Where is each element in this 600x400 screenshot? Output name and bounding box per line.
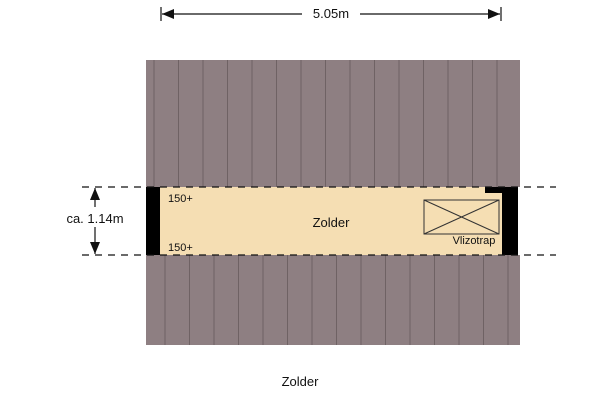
roof-top-tile-lines — [153, 60, 498, 187]
width-arrow-left — [162, 9, 174, 19]
floor-caption: Zolder — [281, 374, 319, 389]
wall-right — [502, 187, 518, 255]
roof-bottom-surface — [146, 255, 520, 345]
height-arrow-bottom — [90, 242, 100, 254]
height-mark-bottom: 150+ — [168, 242, 193, 254]
attic-floor — [160, 187, 504, 255]
roof-bottom — [146, 255, 520, 345]
roof-top — [146, 60, 520, 187]
loft-ladder-cross-2 — [423, 199, 500, 235]
height-mark-top: 150+ — [168, 193, 193, 205]
height-dimension: ca. 1.14m — [66, 188, 124, 254]
height-label: ca. 1.14m — [66, 211, 123, 226]
width-arrow-right — [488, 9, 500, 19]
room-name: Zolder — [313, 215, 351, 230]
wall-left — [146, 187, 160, 255]
width-label: 5.05m — [313, 6, 349, 21]
width-dimension: 5.05m — [160, 6, 502, 21]
loft-ladder: Vlizotrap — [423, 199, 500, 247]
loft-ladder-label: Vlizotrap — [453, 235, 496, 247]
height-arrow-top — [90, 188, 100, 200]
roof-bottom-tile-lines — [164, 255, 509, 345]
roof-top-surface — [146, 60, 520, 187]
wall-right-notch — [485, 187, 505, 193]
loft-ladder-hatch — [423, 199, 500, 235]
